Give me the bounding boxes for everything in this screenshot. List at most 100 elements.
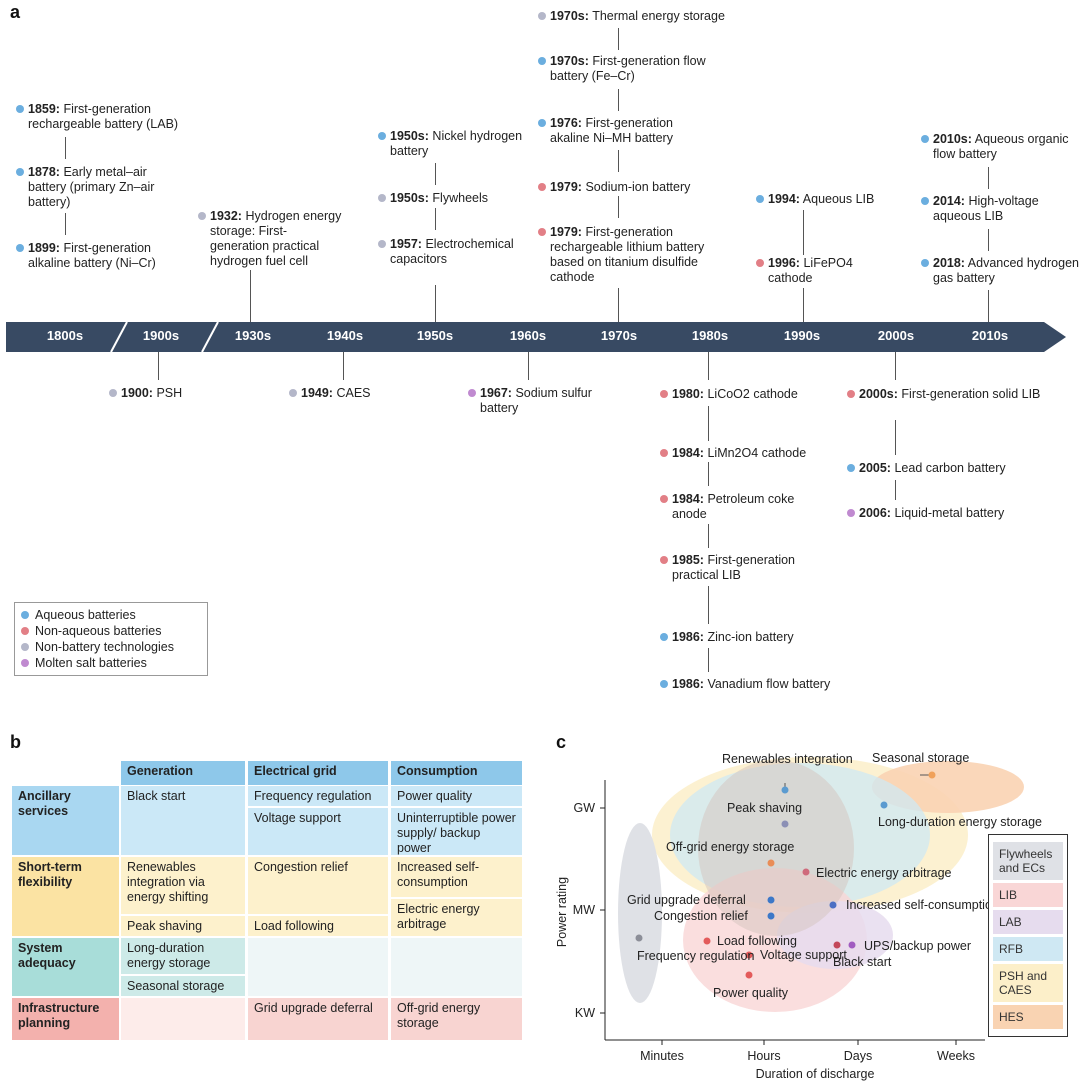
timeline-event: 1899: First-generation alkaline battery … xyxy=(16,241,183,271)
timeline-event: 1900: PSH xyxy=(109,386,241,401)
event-text: Hydrogen energy storage: First-generatio… xyxy=(210,209,342,268)
event-year: 1878: xyxy=(28,165,60,179)
table-header-grid: Electrical grid xyxy=(248,761,388,785)
legend-item: LIB xyxy=(993,883,1063,907)
decade-label: 1950s xyxy=(416,328,454,343)
category-dot xyxy=(378,194,386,202)
label-seasonal-storage: Seasonal storage xyxy=(872,751,969,765)
event-text: First-generation rechargeable lithium ba… xyxy=(550,225,705,284)
event-year: 1859: xyxy=(28,102,60,116)
label-power-quality: Power quality xyxy=(713,986,789,1000)
event-year: 1979: xyxy=(550,180,582,194)
marker-frequency-regulation xyxy=(635,934,643,942)
timeline-event: 1970s: Thermal energy storage xyxy=(538,9,770,24)
category-dot xyxy=(847,509,855,517)
marker-black-start xyxy=(833,941,841,949)
marker-self-consumption xyxy=(829,901,837,909)
legend-item: Flywheels and ECs xyxy=(993,842,1063,880)
category-dot xyxy=(921,197,929,205)
y-tick-label: GW xyxy=(573,801,595,815)
event-year: 2006: xyxy=(859,506,891,520)
legend-item: Molten salt batteries xyxy=(21,655,201,671)
decade-label: 1960s xyxy=(509,328,547,343)
marker-grid-upgrade xyxy=(767,896,775,904)
marker-arbitrage xyxy=(802,868,810,876)
event-year: 1932: xyxy=(210,209,242,223)
marker-renewables-integration xyxy=(781,786,789,794)
decade-label: 1930s xyxy=(234,328,272,343)
category-dot xyxy=(468,389,476,397)
event-year: 1994: xyxy=(768,192,800,206)
connector-line xyxy=(618,28,619,50)
connector-line xyxy=(895,420,896,455)
event-text: PSH xyxy=(156,386,183,400)
category-dot xyxy=(16,105,24,113)
connector-line xyxy=(618,150,619,172)
category-dot xyxy=(16,244,24,252)
event-year: 1976: xyxy=(550,116,582,130)
event-year: 2018: xyxy=(933,256,965,270)
category-dot xyxy=(378,132,386,140)
event-text: Aqueous LIB xyxy=(802,192,875,206)
marker-voltage-support xyxy=(745,951,753,959)
technology-legend: Flywheels and ECs LIB LAB RFB PSH and CA… xyxy=(988,834,1068,1037)
table-cell: Congestion relief xyxy=(248,857,388,914)
legend-label: Non-aqueous batteries xyxy=(35,624,162,638)
connector-line xyxy=(708,586,709,624)
category-dot xyxy=(378,240,386,248)
event-year: 1986: xyxy=(672,677,704,691)
connector-line xyxy=(250,270,251,322)
y-axis-title: Power rating xyxy=(555,877,569,947)
connector-line xyxy=(708,648,709,672)
event-year: 1957: xyxy=(390,237,422,251)
decade-label: 1970s xyxy=(600,328,638,343)
connector-line xyxy=(435,163,436,185)
table-cell: Off-grid energy storage xyxy=(391,998,522,1040)
event-text: Thermal energy storage xyxy=(592,9,725,23)
x-tick-label: Days xyxy=(844,1049,872,1063)
category-dot xyxy=(847,390,855,398)
connector-line xyxy=(158,352,159,380)
event-year: 2005: xyxy=(859,461,891,475)
connector-line xyxy=(895,352,896,380)
marker-peak-shaving xyxy=(781,820,789,828)
connector-line xyxy=(618,288,619,322)
event-text: CAES xyxy=(336,386,371,400)
event-text: First-generation akaline Ni–MH battery xyxy=(550,116,674,145)
event-text: Zinc-ion battery xyxy=(707,630,794,644)
event-text: LiMn2O4 cathode xyxy=(707,446,807,460)
category-dot xyxy=(847,464,855,472)
category-dot xyxy=(660,633,668,641)
event-text: First-generation solid LIB xyxy=(901,387,1041,401)
timeline-event: 1994: Aqueous LIB xyxy=(756,192,918,207)
legend-item: Non-aqueous batteries xyxy=(21,623,201,639)
event-text: Advanced hydrogen gas battery xyxy=(933,256,1079,285)
connector-line xyxy=(435,208,436,230)
timeline-event: 2000s: First-generation solid LIB xyxy=(847,387,1059,402)
timeline-event: 1967: Sodium sulfur battery xyxy=(468,386,610,416)
legend-label: Molten salt batteries xyxy=(35,656,147,670)
timeline-event: 1985: First-generation practical LIB xyxy=(660,553,832,583)
event-text: Nickel hydrogen battery xyxy=(390,129,523,158)
y-tick-label: MW xyxy=(573,903,595,917)
timeline-event: 1949: CAES xyxy=(289,386,421,401)
legend-item: PSH and CAES xyxy=(993,964,1063,1002)
timeline-event: 1970s: First-generation flow battery (Fe… xyxy=(538,54,740,84)
event-year: 1970s: xyxy=(550,9,589,23)
legend-item: LAB xyxy=(993,910,1063,934)
connector-line xyxy=(803,210,804,255)
connector-line xyxy=(708,462,709,486)
event-year: 1970s: xyxy=(550,54,589,68)
event-text: First-generation rechargeable battery (L… xyxy=(28,102,179,131)
category-dot xyxy=(538,119,546,127)
category-dot xyxy=(198,212,206,220)
timeline-break-1 xyxy=(110,321,128,353)
table-cell: Peak shaving xyxy=(121,916,245,936)
timeline-event: 1950s: Nickel hydrogen battery xyxy=(378,129,530,159)
category-dot xyxy=(756,195,764,203)
event-text: First-generation flow battery (Fe–Cr) xyxy=(550,54,706,83)
row-label-ancillary: Ancillary services xyxy=(12,786,119,855)
legend-dot xyxy=(21,611,29,619)
panel-label-c: c xyxy=(556,732,567,752)
connector-line xyxy=(65,137,66,159)
